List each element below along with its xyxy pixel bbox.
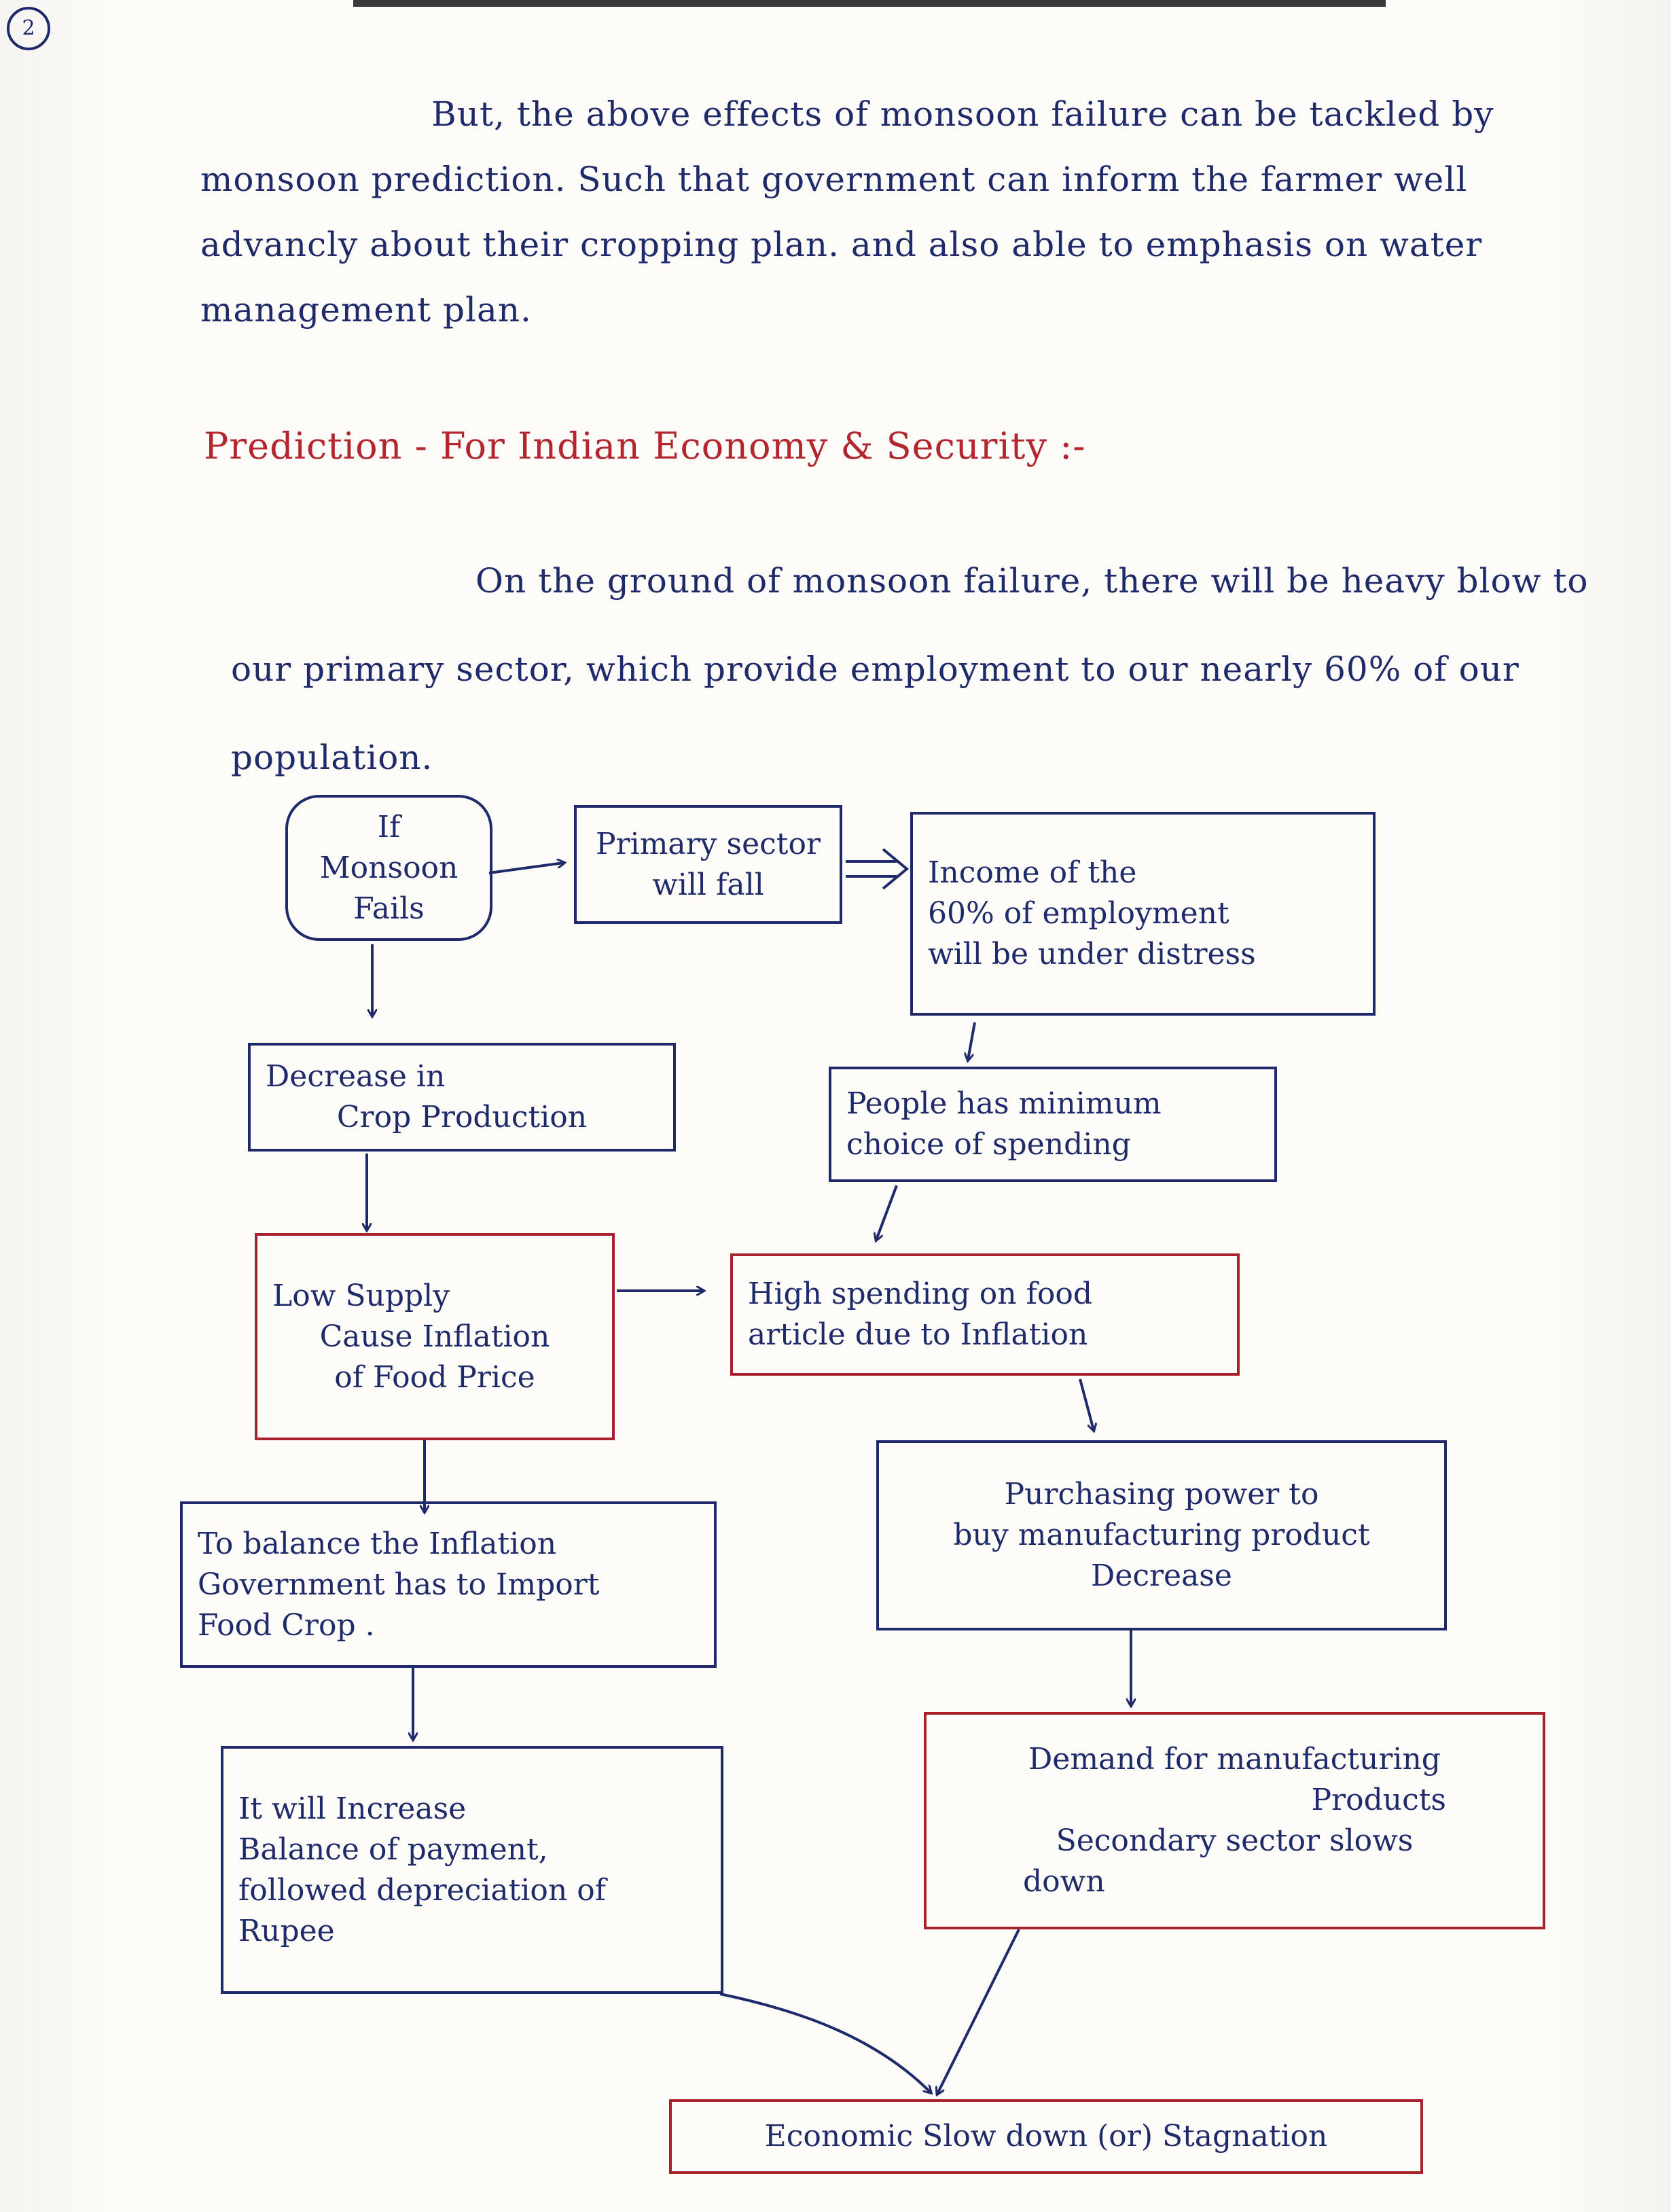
- box-income-distress: Income of the 60% of employment will be …: [910, 812, 1376, 1016]
- box-decrease-line2: Crop Production: [336, 1100, 588, 1135]
- box-purchasing-line3: Decrease: [1091, 1558, 1232, 1593]
- box-monsoon-line1: If: [377, 809, 401, 844]
- arrow-people-to-highspending: [876, 1185, 898, 1240]
- page-top-edge: [353, 0, 1386, 7]
- box-result-text: Economic Slow down (or) Stagnation: [764, 2119, 1328, 2154]
- box-balance-line1: To balance the Inflation: [198, 1526, 557, 1561]
- box-income-line1: Income of the: [928, 855, 1137, 890]
- box-highspending-line1: High spending on food: [748, 1277, 1093, 1311]
- arrow-demand-to-result: [937, 1929, 1020, 2094]
- box-decrease-line1: Decrease in: [266, 1059, 446, 1094]
- box-purchasing-power: Purchasing power to buy manufacturing pr…: [876, 1440, 1447, 1630]
- box-demand-line3: Secondary sector slows: [1056, 1823, 1414, 1858]
- box-demand-line1: Demand for manufacturing: [1028, 1742, 1441, 1777]
- box-lowsupply-line1: Low Supply: [272, 1278, 450, 1313]
- box-balance-line3: Food Crop .: [198, 1607, 375, 1643]
- box-primary-sector: Primary sector will fall: [574, 805, 842, 924]
- box-primary-line2: will fall: [652, 867, 764, 902]
- box-income-line2: 60% of employment: [928, 896, 1229, 931]
- page-number: 2: [7, 7, 50, 50]
- arrow-monsoon-to-primary: [488, 863, 564, 874]
- box-people-line2: choice of spending: [846, 1127, 1131, 1162]
- box-demand-line4: down: [1023, 1864, 1105, 1899]
- box-balance-line2: Government has to Import: [198, 1567, 600, 1602]
- arrow-increase-to-result: [719, 1993, 931, 2092]
- box-people-line1: People has minimum: [846, 1086, 1162, 1121]
- box-increase-line1: It will Increase: [238, 1791, 467, 1826]
- box-increase-line3: followed depreciation of: [238, 1872, 606, 1908]
- box-high-spending: High spending on food article due to Inf…: [730, 1253, 1240, 1376]
- box-people-choice: People has minimum choice of spending: [829, 1067, 1277, 1182]
- box-monsoon-line2: Monsoon: [319, 850, 459, 885]
- section-paragraph: On the ground of monsoon failure, there …: [231, 561, 1589, 777]
- arrow-primary-to-income-head: [882, 848, 910, 890]
- box-low-supply: Low Supply Cause Inflation of Food Price: [255, 1233, 615, 1440]
- box-balance-of-payment: It will Increase Balance of payment, fol…: [221, 1746, 723, 1994]
- section-heading: Prediction - For Indian Economy & Securi…: [204, 425, 1086, 467]
- arrow-income-to-people: [968, 1022, 976, 1060]
- intro-paragraph: But, the above effects of monsoon failur…: [200, 94, 1494, 329]
- box-demand-line2: Products: [1311, 1783, 1446, 1817]
- box-increase-line2: Balance of payment,: [238, 1832, 548, 1867]
- box-highspending-line2: article due to Inflation: [748, 1317, 1088, 1352]
- box-decrease-crop: Decrease in Crop Production: [248, 1043, 676, 1152]
- box-primary-line1: Primary sector: [595, 826, 821, 861]
- box-monsoon-line3: Fails: [353, 891, 425, 926]
- arrow-highspending-to-purchasing: [1079, 1378, 1094, 1430]
- box-economic-slowdown: Economic Slow down (or) Stagnation: [669, 2099, 1423, 2174]
- box-balance-inflation: To balance the Inflation Government has …: [180, 1501, 717, 1668]
- box-income-line3: will be under distress: [928, 937, 1256, 971]
- box-purchasing-line2: buy manufacturing product: [953, 1518, 1370, 1552]
- box-lowsupply-line3: of Food Price: [334, 1359, 535, 1395]
- box-increase-line4: Rupee: [238, 1913, 335, 1948]
- box-monsoon-fails: If Monsoon Fails: [285, 795, 492, 941]
- box-purchasing-line1: Purchasing power to: [1004, 1477, 1319, 1512]
- box-demand-manufacturing: Demand for manufacturing Products Second…: [924, 1712, 1545, 1929]
- box-lowsupply-line2: Cause Inflation: [319, 1319, 550, 1354]
